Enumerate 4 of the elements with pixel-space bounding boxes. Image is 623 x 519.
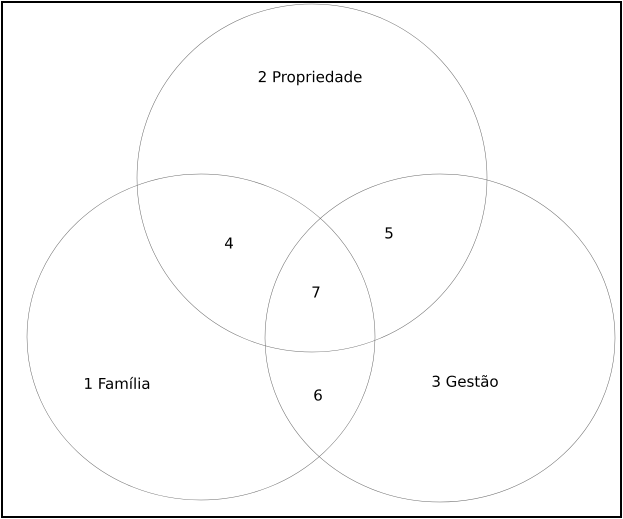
region-number: 6 xyxy=(314,389,322,401)
region-number: 5 xyxy=(385,227,392,239)
region-number: 4 xyxy=(224,238,233,248)
region-number: 7 xyxy=(312,286,320,298)
